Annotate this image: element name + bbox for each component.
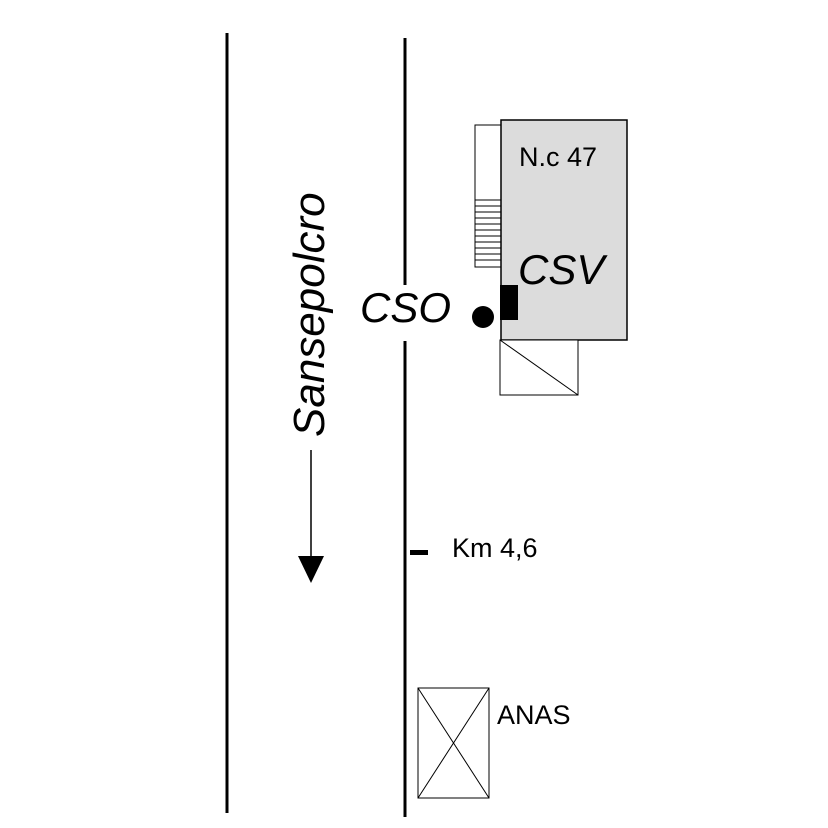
direction-arrow-icon: [298, 450, 324, 583]
kilometer-label: Km 4,6: [452, 533, 538, 563]
stairs-icon: [475, 199, 501, 261]
kilometer-tick: [410, 550, 428, 555]
building-annex: [474, 124, 502, 268]
anas-label: ANAS: [497, 700, 571, 730]
building: N.c 47 CSV: [474, 119, 628, 396]
building-code-label: CSV: [518, 246, 608, 293]
building-number-label: N.c 47: [519, 142, 597, 172]
crossed-box-small: [499, 339, 579, 396]
meter-box: [500, 285, 518, 320]
anas-box: [417, 687, 490, 799]
building-main: [500, 119, 628, 341]
point-label: CSO: [360, 284, 451, 331]
direction-label: Sansepolcro: [285, 192, 334, 437]
point-marker: [472, 306, 494, 328]
